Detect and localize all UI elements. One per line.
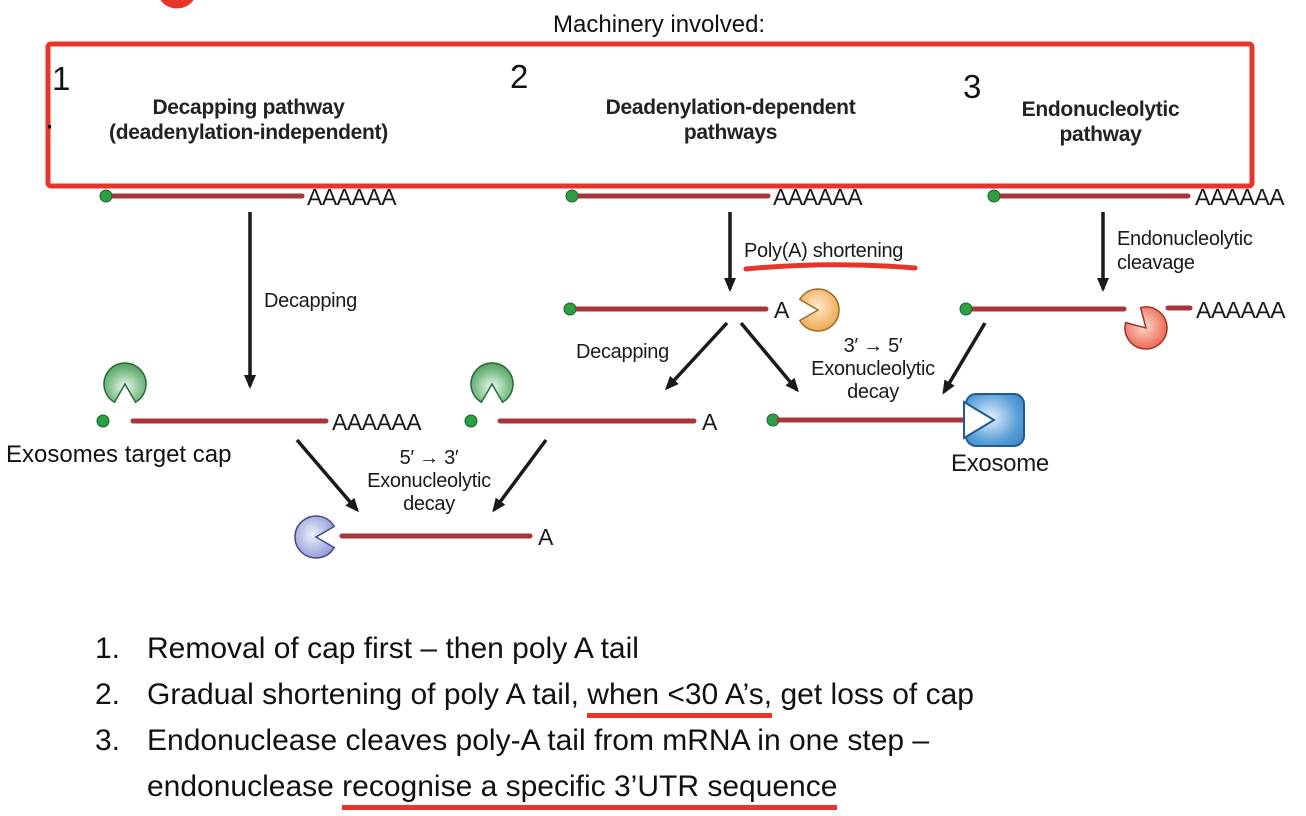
cleaved-to-exosome-arrow <box>942 322 987 395</box>
note-text-line2-pre: endonuclease <box>147 770 343 803</box>
mrna-capped-polyA-pathway1 <box>99 189 305 203</box>
single-a-text: A <box>774 297 789 323</box>
mrna-into-exosome <box>766 393 1025 447</box>
released-cap-dot-icon <box>464 414 478 428</box>
note-number: 1. <box>95 632 121 665</box>
cropped-title-letter-fragment <box>160 0 194 9</box>
mrna-cleaved <box>959 302 1193 350</box>
notes-list: 1. Removal of cap first – then poly A ta… <box>95 626 1255 810</box>
converge-left-arrow <box>295 438 359 513</box>
endonucleolytic-cleavage-label: Endonucleolytic cleavage <box>1117 227 1253 275</box>
machinery-involved-label: Machinery involved: <box>553 11 766 38</box>
note-text-post: get loss of cap <box>772 678 974 711</box>
decay-3to5-line2: Exonucleolytic <box>811 358 935 380</box>
annotation-box <box>45 41 1255 189</box>
polya-shortening-label: Poly(A) shortening <box>744 240 904 262</box>
mrna-capped-polyA-pathway2 <box>565 189 771 203</box>
single-a-text: A <box>702 409 717 435</box>
note-number: 2. <box>95 678 121 711</box>
polya-tail-text: AAAAAA <box>773 184 863 210</box>
decay-5to3-label: 5′ → 3′ Exonucleolytic decay <box>352 447 506 516</box>
pacman-enzyme-green-icon <box>470 362 514 404</box>
exosome-label: Exosome <box>951 450 1049 477</box>
pacman-enzyme-purple-icon <box>294 515 336 559</box>
exosomes-target-cap-annotation: Exosomes target cap <box>6 441 232 468</box>
cap-dot-icon <box>987 189 1001 203</box>
note-number: 3. <box>95 724 121 757</box>
pathway1-title-line2: (deadenylation-independent) <box>109 121 388 144</box>
pacman-enzyme-green-icon <box>103 362 147 404</box>
exosome-notch <box>963 400 996 440</box>
polya-tail-text: AAAAAA <box>307 184 397 210</box>
decay-5to3-line3: decay <box>403 493 455 515</box>
fork-3to5-decay-arrow <box>739 321 799 393</box>
pathway2-title-line2: pathways <box>683 121 778 144</box>
pathway2-header: Deadenylation-dependent pathways <box>542 95 919 145</box>
note-text-line2-underlined: recognise a specific 3’UTR sequence <box>342 770 838 810</box>
fork-decapping-arrow <box>664 321 729 391</box>
note-item-1: 1. Removal of cap first – then poly A ta… <box>95 626 1255 672</box>
cap-dot-icon <box>959 302 973 316</box>
cap-dot-icon <box>99 189 113 203</box>
note-text-underlined: when <30 A’s, <box>587 678 773 718</box>
note-text: Endonuclease cleaves poly-A tail from mR… <box>147 718 1255 810</box>
note-text: Gradual shortening of poly A tail, when … <box>147 672 1255 718</box>
decay-3to5-line3: decay <box>847 381 899 403</box>
released-cap-dot-icon <box>96 414 110 428</box>
pacman-enzyme-red-icon <box>1124 306 1168 350</box>
note-text-pre: Gradual shortening of poly A tail, <box>147 678 588 711</box>
endo-cleavage-line1: Endonucleolytic <box>1117 228 1253 250</box>
pathway3-header: Endonucleolytic pathway <box>962 97 1239 147</box>
endo-cleavage-line2: cleavage <box>1117 252 1195 274</box>
pacman-enzyme-orange-icon <box>798 288 840 332</box>
converge-right-arrow <box>492 438 548 513</box>
pathway3-title-line2: pathway <box>1059 123 1142 146</box>
decay-3to5-label: 3′ → 5′ Exonucleolytic decay <box>796 335 950 404</box>
column-bullet: · <box>44 106 55 143</box>
polya-tail-text: AAAAAA <box>1196 297 1286 323</box>
mrna-5to3-decay-product <box>294 515 533 559</box>
column-number-1: 1 <box>52 60 71 97</box>
single-a-text: A <box>538 524 553 550</box>
decapping-label-2: Decapping <box>576 341 669 363</box>
polya-tail-text: AAAAAA <box>332 409 422 435</box>
red-underline-annotation <box>743 262 918 272</box>
note-item-3: 3. Endonuclease cleaves poly-A tail from… <box>95 718 1255 810</box>
polya-tail-text: AAAAAA <box>1195 184 1285 210</box>
note-item-2: 2. Gradual shortening of poly A tail, wh… <box>95 672 1255 718</box>
note-text-line1: Endonuclease cleaves poly-A tail from mR… <box>147 724 930 757</box>
decay-3to5-line1: 3′ → 5′ <box>843 335 903 357</box>
column-number-2: 2 <box>510 58 529 95</box>
mrna-capped-polyA-pathway3 <box>987 189 1191 203</box>
mrna-decapped-pathway2 <box>464 362 697 428</box>
cap-dot-icon <box>565 189 579 203</box>
pathway1-title-line1: Decapping pathway <box>152 96 345 119</box>
pathway1-header: Decapping pathway (deadenylation-indepen… <box>60 95 437 145</box>
cap-dot-icon <box>563 302 577 316</box>
decapping-label-1: Decapping <box>264 290 357 312</box>
pathway2-title-line1: Deadenylation-dependent <box>605 96 856 119</box>
decay-5to3-line2: Exonucleolytic <box>367 470 491 492</box>
note-text: Removal of cap first – then poly A tail <box>147 632 639 665</box>
mrna-decapped-pathway1 <box>96 362 329 428</box>
decay-5to3-line1: 5′ → 3′ <box>399 447 459 469</box>
pathway3-title-line1: Endonucleolytic <box>1021 98 1180 121</box>
mrna-shortened-polyA <box>563 288 840 332</box>
column-number-3: 3 <box>963 68 982 105</box>
